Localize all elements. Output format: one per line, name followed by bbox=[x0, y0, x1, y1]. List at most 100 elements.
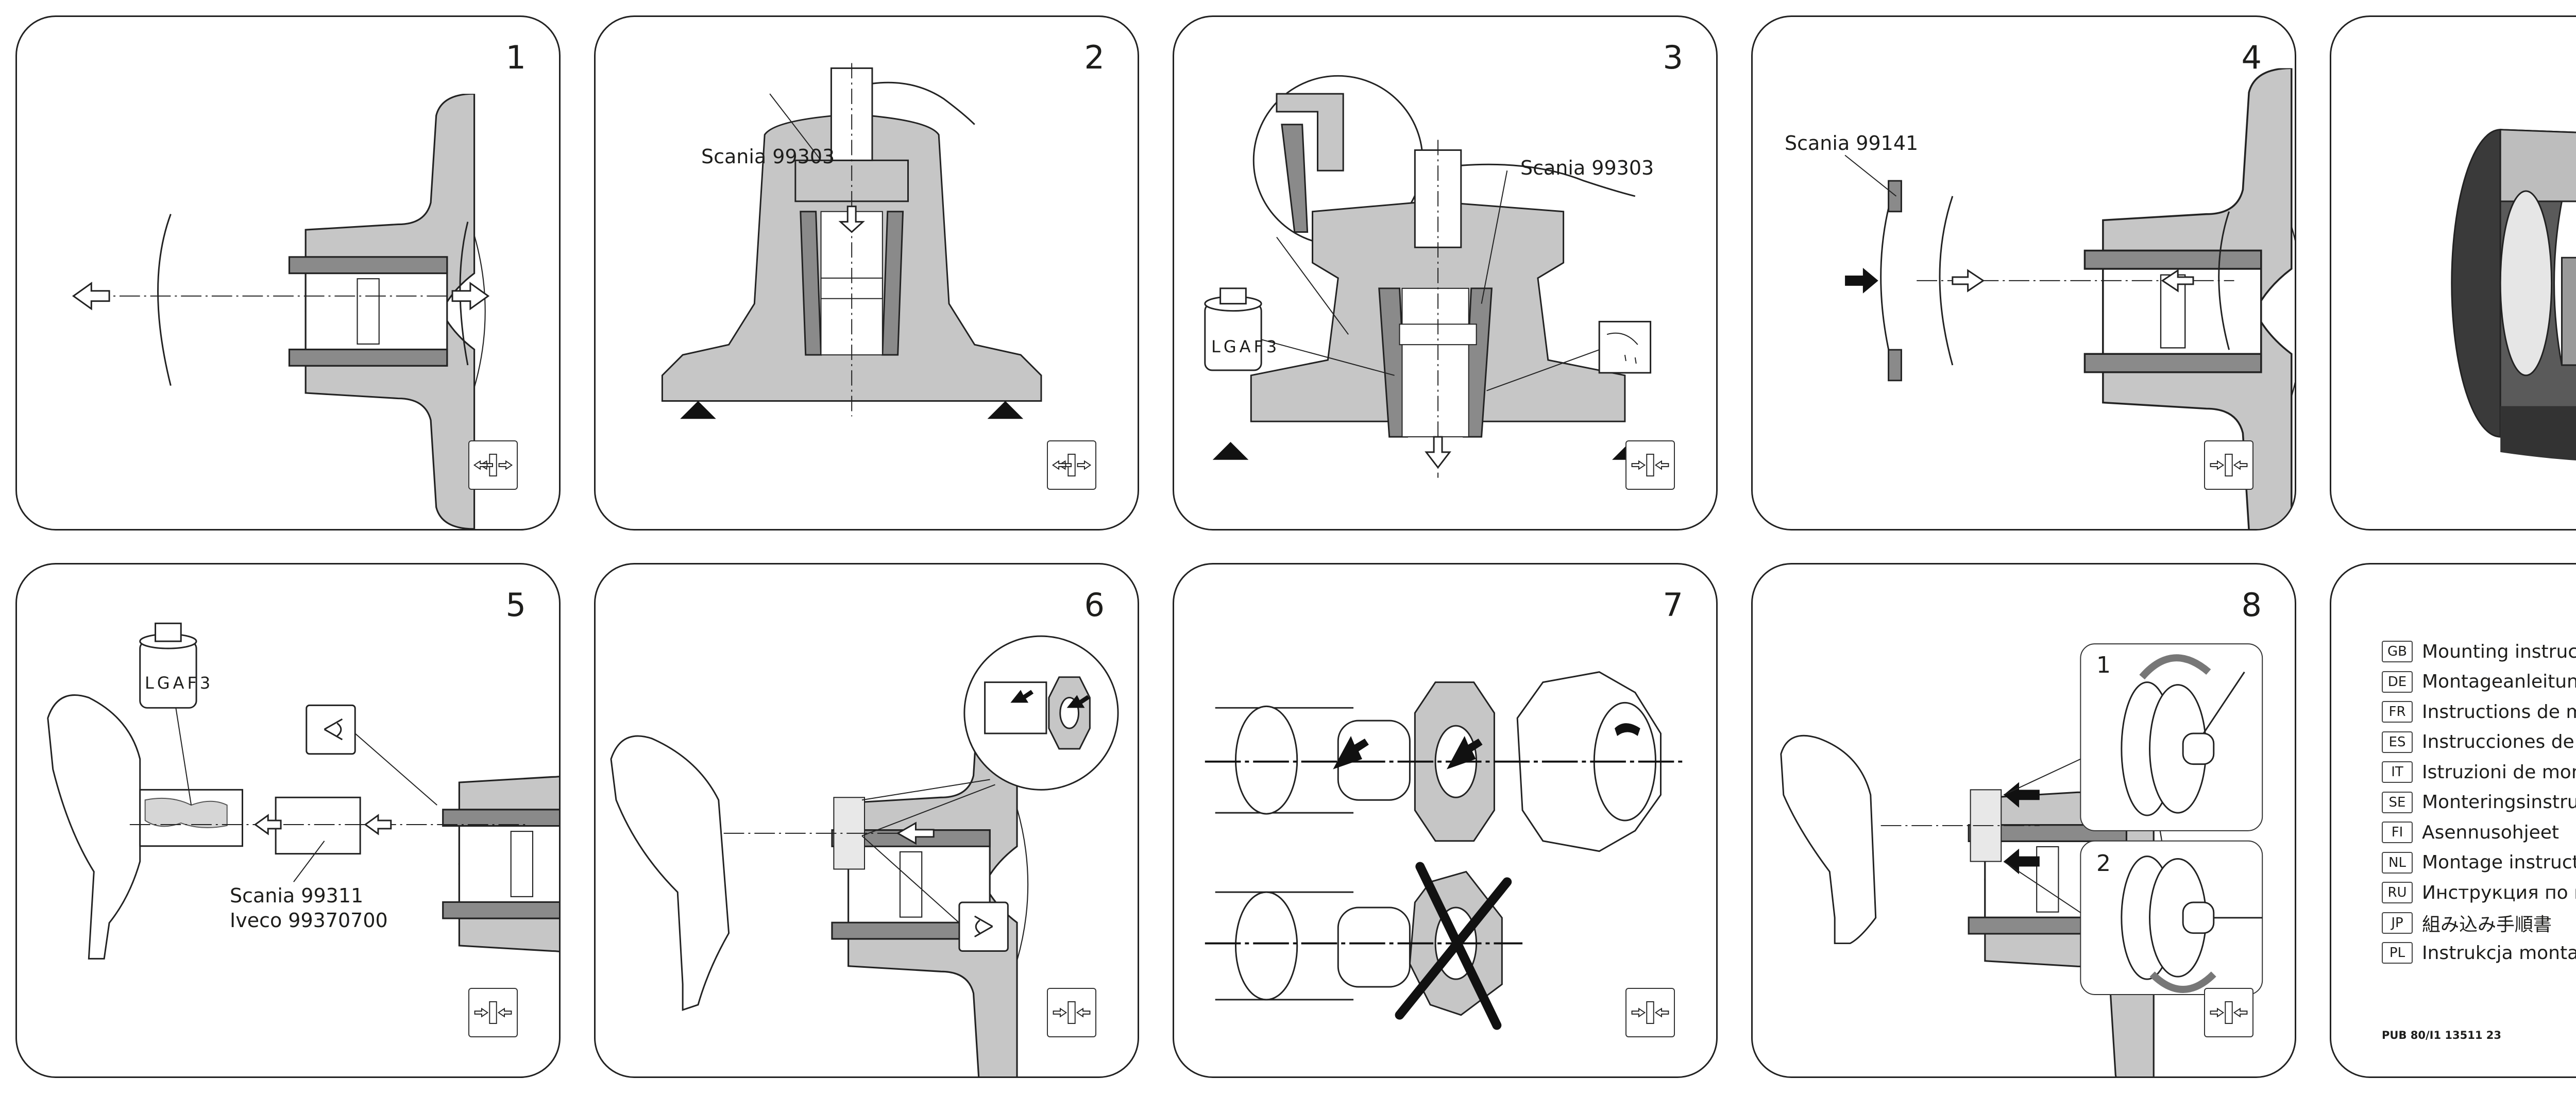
language-title: Montageanleitung bbox=[2422, 671, 2576, 693]
language-title: Mounting instruction bbox=[2422, 641, 2576, 662]
grease-label: LGAF3 bbox=[1211, 337, 1280, 356]
language-item: RU Инструкция по монтажу bbox=[2382, 878, 2576, 908]
language-item: FI Asennusohjeet bbox=[2382, 817, 2576, 848]
language-title: 組み込み手順書 bbox=[2422, 914, 2552, 935]
hub-mount-illustration bbox=[1844, 17, 2295, 529]
steering-knuckle bbox=[610, 735, 730, 1011]
abs-ring bbox=[157, 214, 172, 386]
language-code: SE bbox=[2382, 791, 2413, 813]
tool-label: Scania 99303 bbox=[701, 145, 835, 168]
tool-label: Scania 99303 bbox=[1520, 157, 1654, 179]
lock-washer-nut-illustration bbox=[1205, 671, 1687, 1030]
language-code: RU bbox=[2382, 882, 2413, 904]
mount-mode-icon bbox=[1625, 440, 1675, 490]
language-code: JP bbox=[2382, 912, 2413, 934]
hub-on-spindle-illustration bbox=[610, 635, 1119, 1076]
inspect-eye-icon bbox=[958, 901, 1009, 952]
step-panel-8: 1 2 8 bbox=[1751, 563, 2296, 1078]
hub-dismount-illustration bbox=[72, 17, 490, 529]
hub-section bbox=[290, 94, 485, 529]
language-title: Инструкция по монтажу bbox=[2422, 882, 2576, 903]
language-title: Istruzioni de montaggio bbox=[2422, 761, 2576, 783]
step-panel-4: Scania 99141 4 bbox=[1751, 15, 2296, 531]
step-number: 7 bbox=[1663, 586, 1683, 624]
inspect-eye-icon bbox=[306, 704, 356, 755]
arrow-icon bbox=[1066, 695, 1090, 708]
grease-label: LGAF3 bbox=[145, 673, 214, 693]
sleeve-tool bbox=[275, 796, 361, 855]
publication-number: PUB 80/I1 13511 23 bbox=[2382, 1029, 2501, 1041]
language-title: Instrucciones de montaje bbox=[2422, 731, 2576, 753]
substep-number: 2 bbox=[2096, 850, 2111, 877]
press-mount-illustration bbox=[1204, 75, 1652, 478]
support-left-icon bbox=[680, 401, 716, 419]
steering-knuckle bbox=[1780, 734, 1877, 945]
arrow-left-icon bbox=[253, 814, 282, 835]
rotate-arrow-icon bbox=[2149, 971, 2216, 993]
tighten-nut-illustration bbox=[1780, 643, 2263, 1076]
mount-mode-icon bbox=[2204, 440, 2253, 490]
substep-2-box bbox=[2080, 840, 2263, 995]
arrow-left-icon bbox=[364, 814, 392, 835]
step-panel-5: LGAF3 Scania 99311 Iveco 99370700 5 bbox=[15, 563, 561, 1078]
dismount-mode-icon bbox=[1047, 440, 1096, 490]
dismount-mode-icon bbox=[468, 440, 518, 490]
language-item: JP 組み込み手順書 bbox=[2382, 908, 2576, 938]
step-number: 2 bbox=[1084, 39, 1105, 76]
mount-mode-icon bbox=[1047, 988, 1096, 1037]
language-code: IT bbox=[2382, 761, 2413, 783]
correct-assembly bbox=[1205, 671, 1687, 852]
incorrect-assembly bbox=[1205, 862, 1523, 1030]
spindle-mount-illustration bbox=[47, 622, 559, 1076]
arrow-right-icon bbox=[1952, 269, 1985, 293]
step-number: 5 bbox=[505, 586, 526, 624]
language-code: FR bbox=[2382, 701, 2413, 723]
language-title: Asennusohjeet bbox=[2422, 822, 2559, 843]
arrow-right-icon bbox=[451, 281, 490, 311]
support-right-icon bbox=[987, 401, 1024, 419]
press-cable bbox=[872, 81, 975, 125]
arrow-icon bbox=[1010, 690, 1034, 703]
language-item: SE Monteringsinstruktion bbox=[2382, 788, 2576, 818]
press-cable bbox=[1461, 163, 1636, 197]
press-dismount-illustration bbox=[661, 63, 1042, 419]
mount-mode-icon bbox=[2204, 988, 2253, 1037]
rotate-arrow-icon bbox=[2139, 654, 2211, 680]
step-panel-2: Scania 99303 2 bbox=[594, 15, 1139, 531]
language-code: DE bbox=[2382, 671, 2413, 693]
language-title: Instructions de montage bbox=[2422, 701, 2576, 723]
cross-out-icon bbox=[1395, 862, 1512, 1030]
language-code: FI bbox=[2382, 822, 2413, 844]
steering-knuckle bbox=[47, 694, 141, 960]
tool-label-scania: Scania 99311 bbox=[230, 884, 364, 907]
mount-mode-icon bbox=[1625, 988, 1675, 1037]
substep-number: 1 bbox=[2096, 652, 2111, 678]
clean-hands-icon bbox=[1598, 320, 1652, 374]
language-code: NL bbox=[2382, 851, 2413, 874]
language-title: Montage instructie bbox=[2422, 852, 2576, 874]
step-number: 3 bbox=[1663, 39, 1683, 76]
arrow-left-icon bbox=[896, 822, 935, 845]
grease-can-icon bbox=[1204, 287, 1262, 371]
step-number: 8 bbox=[2241, 586, 2262, 624]
arrow-down-icon bbox=[1425, 436, 1451, 469]
circlip bbox=[459, 221, 469, 366]
step-panel-1: 1 bbox=[15, 15, 561, 531]
arrow-icon bbox=[1333, 735, 1369, 769]
language-item: IT Istruzioni de montaggio bbox=[2382, 757, 2576, 788]
bearing-unit-illustration bbox=[2451, 129, 2576, 460]
step-number: 1 bbox=[505, 39, 526, 76]
step-panel-3: Scania 99303 LGAF3 3 bbox=[1173, 15, 1718, 531]
circlip bbox=[2218, 211, 2230, 350]
arrow-down-icon bbox=[838, 206, 865, 233]
language-code: PL bbox=[2382, 942, 2413, 964]
grease-can-icon bbox=[139, 622, 197, 709]
abs-ring bbox=[1939, 196, 1954, 366]
language-title: Monteringsinstruktion bbox=[2422, 792, 2576, 813]
language-item: NL Montage instructie bbox=[2382, 848, 2576, 878]
substep-1-box bbox=[2080, 643, 2263, 831]
tool-label: Scania 99141 bbox=[1785, 132, 1919, 155]
